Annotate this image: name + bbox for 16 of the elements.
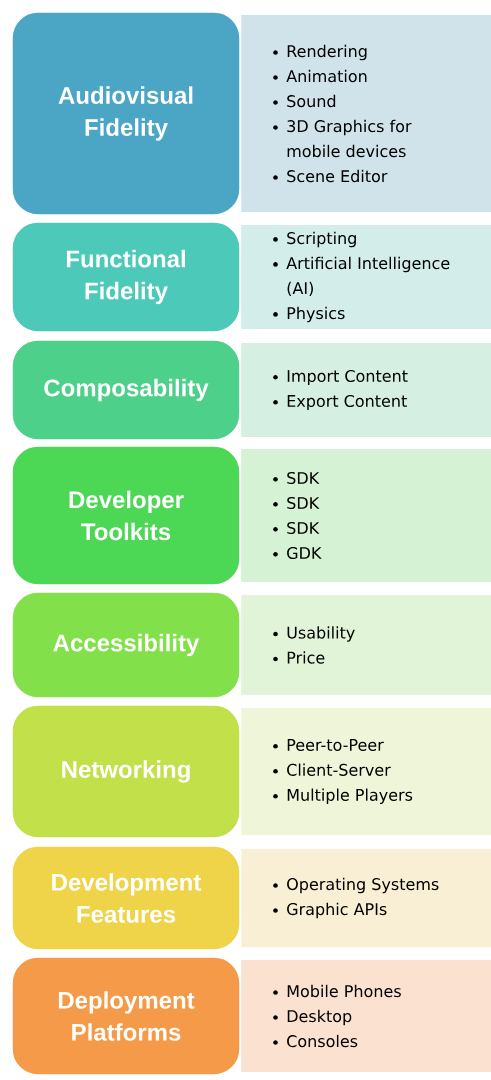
- list-panel: Usability Price: [241, 595, 491, 695]
- title-box: Deployment Platforms: [11, 956, 241, 1076]
- title-box: Audiovisual Fidelity: [11, 11, 241, 216]
- list-panel: Import Content Export Content: [241, 343, 491, 437]
- title-box: Development Features: [11, 845, 241, 951]
- title-box: Composability: [11, 339, 241, 441]
- title-box: Developer Toolkits: [11, 445, 241, 586]
- title-box: Networking: [11, 704, 241, 839]
- list-panel: Rendering Animation Sound 3D Graphics for mobile devices Scene Editor: [241, 15, 491, 212]
- list-panel: Mobile Phones Desktop Consoles: [241, 960, 491, 1072]
- list-panel: SDK SDK SDK GDK: [241, 449, 491, 582]
- title-box: Functional Fidelity: [11, 221, 241, 333]
- list-panel: Scripting Artificial Intelligence (AI) Physics: [241, 225, 491, 329]
- list-panel: Peer-to-Peer Client-Server Multiple Players: [241, 708, 491, 835]
- title-box: Accessibility: [11, 591, 241, 699]
- list-panel: Operating Systems Graphic APIs: [241, 849, 491, 947]
